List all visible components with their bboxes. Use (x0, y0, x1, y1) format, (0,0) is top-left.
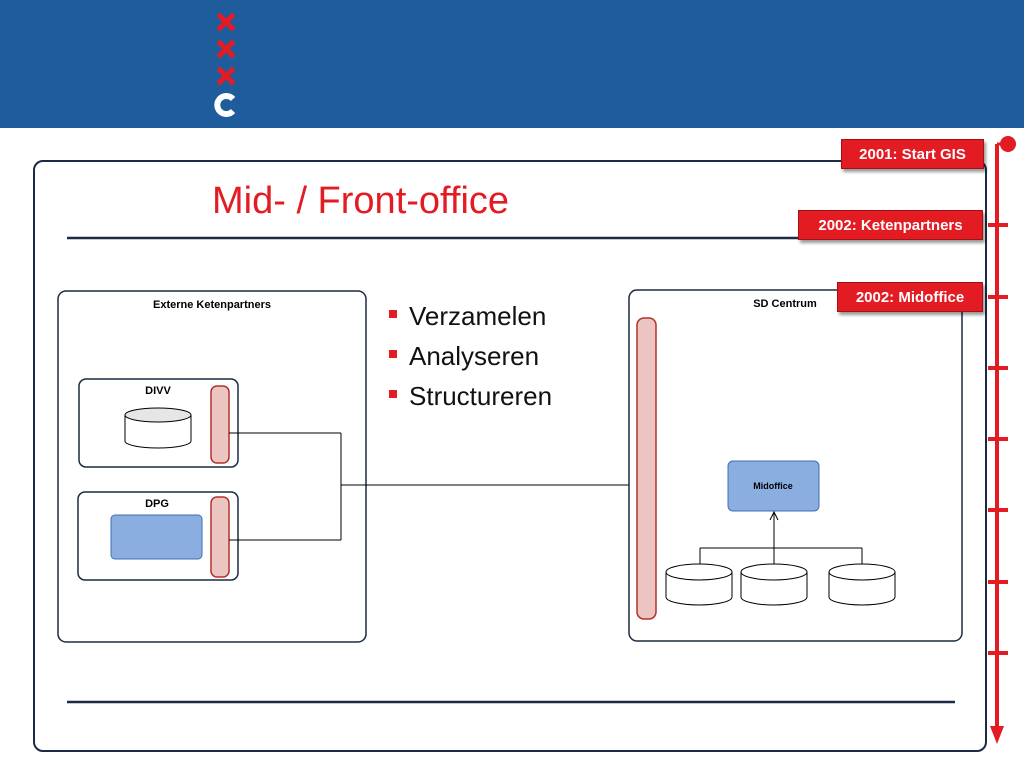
bullet-list: Verzamelen Analyseren Structureren (386, 298, 552, 418)
amsterdam-logo-icon (214, 12, 236, 117)
dpg-system-box (110, 514, 203, 560)
sd-centrum-label: SD Centrum (753, 298, 817, 310)
timeline-tag-start-gis: 2001: Start GIS (841, 139, 984, 169)
timeline-tag-ketenpartners: 2002: Ketenpartners (798, 210, 983, 240)
dpg-connector-bar (210, 496, 230, 578)
timeline-tag-midoffice: 2002: Midoffice (837, 282, 983, 312)
slide-title: Mid- / Front-office (212, 180, 510, 222)
bullet-item: Structureren (386, 378, 552, 418)
dpg-label: DPG (145, 498, 169, 510)
bullet-item: Analyseren (386, 338, 552, 378)
header-bar (0, 0, 1024, 128)
divv-label: DIVV (145, 385, 171, 397)
divv-database-icon (124, 407, 192, 449)
externe-ketenpartners-label: Externe Ketenpartners (153, 299, 271, 311)
sd-database-icon (665, 563, 733, 606)
sd-centrum-bus-bar (636, 317, 657, 620)
bullet-item: Verzamelen (386, 298, 552, 338)
sd-database-icon (828, 563, 896, 606)
timeline (988, 136, 1016, 744)
database-tree-lines (699, 512, 863, 566)
sd-database-icon (740, 563, 808, 606)
divv-connector-bar (210, 385, 230, 464)
midoffice-label: Midoffice (753, 481, 793, 491)
